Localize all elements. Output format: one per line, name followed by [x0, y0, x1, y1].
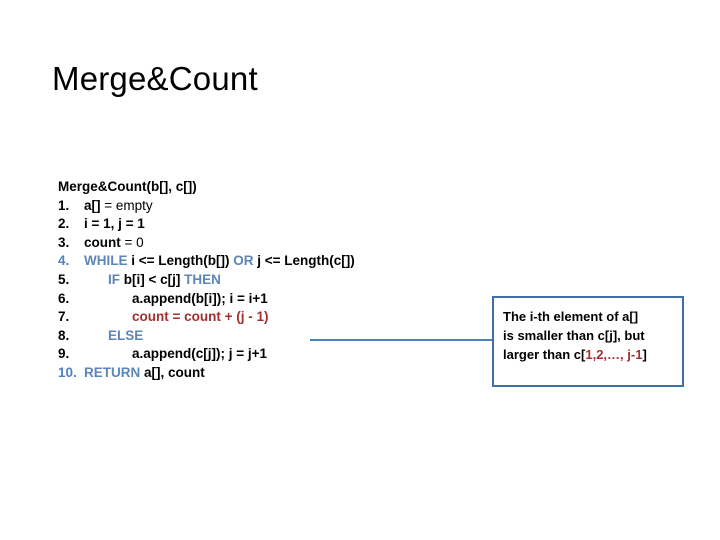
code-line: 1. a[] = empty: [58, 197, 478, 216]
code-line: 10. RETURN a[], count: [58, 364, 478, 383]
code-line-body: i = 1, j = 1: [84, 215, 478, 234]
code-token: ELSE: [108, 327, 144, 343]
code-line: 7. count = count + (j - 1): [58, 308, 478, 327]
code-token: = empty: [100, 197, 153, 213]
code-line-number: 5.: [58, 271, 70, 287]
code-token: count = count + (j - 1): [132, 309, 269, 325]
code-token: j <= Length(c[]): [253, 253, 355, 269]
code-line-body: a.append(b[i]); i = i+1: [84, 290, 478, 309]
code-token: count: [84, 234, 121, 250]
code-token: The i-th element of a[]: [503, 309, 639, 324]
code-line-number: 9.: [58, 346, 70, 362]
code-line-body: RETURN a[], count: [84, 364, 478, 383]
code-line: 5. IF b[i] < c[j] THEN: [58, 271, 478, 290]
code-line-body: ELSE: [84, 327, 478, 346]
code-token: IF: [108, 271, 120, 287]
code-token: 1,2,…, j-1: [585, 347, 643, 362]
code-token: a[]: [84, 197, 101, 213]
code-token: i = 1, j = 1: [84, 216, 145, 232]
code-line-number: 2.: [58, 216, 70, 232]
code-line-number: 3.: [58, 234, 70, 250]
code-token: a.append(c[j]); j = j+1: [132, 346, 268, 362]
code-line-body: count = 0: [84, 234, 478, 253]
code-token: WHILE: [84, 253, 128, 269]
code-line-number: 4.: [58, 253, 70, 269]
code-line-body: a[] = empty: [84, 197, 478, 216]
code-line: 4. WHILE i <= Length(b[]) OR j <= Length(…: [58, 252, 478, 271]
code-line-number: 6.: [58, 290, 70, 306]
code-line: 9. a.append(c[j]); j = j+1: [58, 345, 478, 364]
callout-text-line: larger than c[1,2,…, j-1]: [503, 345, 674, 364]
code-token: is smaller than c[j], but: [503, 328, 645, 343]
code-line: 2. i = 1, j = 1: [58, 215, 478, 234]
code-line: 3. count = 0: [58, 234, 478, 253]
callout-text-line: The i-th element of a[]: [503, 307, 674, 326]
code-token: ]: [642, 347, 647, 362]
pseudocode-block: Merge&Count(b[], c[]) 1. a[] = empty 2. i =…: [58, 178, 478, 383]
code-line-number: 7.: [58, 309, 70, 325]
code-token: RETURN: [84, 364, 141, 380]
code-line: 6. a.append(b[i]); i = i+1: [58, 290, 478, 309]
code-token: larger than c[: [503, 347, 586, 362]
code-token: a[], count: [140, 364, 205, 380]
code-line-body: a.append(c[j]); j = j+1: [84, 345, 478, 364]
code-token: OR: [233, 253, 254, 269]
code-line-body: IF b[i] < c[j] THEN: [84, 271, 478, 290]
annotation-callout-box: The i-th element of a[] is smaller than c…: [492, 296, 684, 387]
code-line: 8. ELSE: [58, 327, 478, 346]
code-token: i <= Length(b[]): [127, 253, 234, 269]
code-token: b[i] < c[j]: [120, 271, 185, 287]
code-line-number: 8.: [58, 327, 70, 343]
callout-text-line: is smaller than c[j], but: [503, 326, 674, 345]
code-signature: Merge&Count(b[], c[]): [58, 179, 197, 194]
code-line-number: 1.: [58, 197, 70, 213]
code-token: a.append(b[i]); i = i+1: [132, 290, 268, 306]
code-line-number: 10.: [58, 364, 77, 380]
callout-leader-line: [310, 339, 492, 341]
code-signature-line: Merge&Count(b[], c[]): [58, 178, 478, 197]
code-line-body: count = count + (j - 1): [84, 308, 478, 327]
page-title: Merge&Count: [52, 60, 258, 97]
code-line-body: WHILE i <= Length(b[]) OR j <= Length(c[…: [84, 252, 478, 271]
code-token: = 0: [120, 234, 144, 250]
code-token: THEN: [184, 271, 221, 287]
